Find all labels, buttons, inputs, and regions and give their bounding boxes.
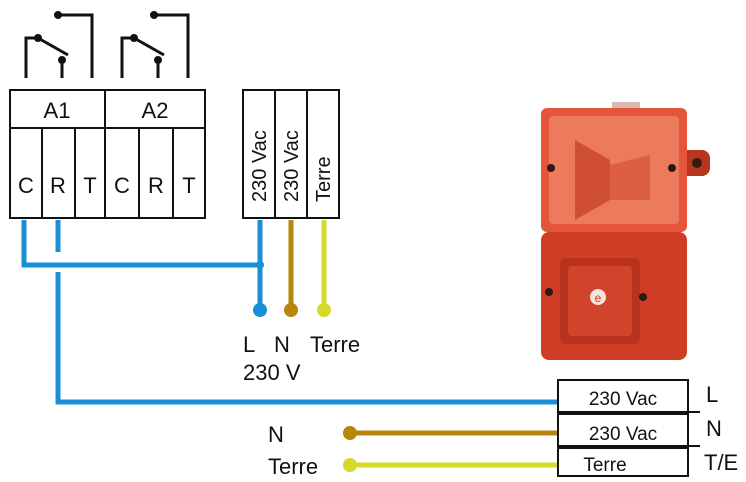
contact-dot: [154, 56, 162, 64]
neutral-dot-device: [343, 426, 357, 440]
power-terminal-2: 230 Vac: [281, 130, 303, 202]
relay-a1-label: A1: [44, 98, 71, 123]
svg-text:e: e: [595, 291, 602, 305]
device-row-2-label: 230 Vac: [589, 424, 657, 445]
device-side-l: L: [706, 382, 718, 407]
supply-terre-label: Terre: [310, 332, 360, 357]
earth-dot-device: [343, 458, 357, 472]
supply-n-label: N: [274, 332, 290, 357]
terminal-a2-t: T: [182, 173, 195, 198]
power-terminal-3: Terre: [313, 156, 335, 202]
terminal-a2-r: R: [148, 173, 164, 198]
contact-dot: [34, 34, 42, 42]
supply-voltage-label: 230 V: [243, 360, 301, 385]
device-side-n: N: [706, 416, 722, 441]
device-block: [557, 379, 689, 477]
contact-dot: [150, 11, 158, 19]
relay-contact-icon-a1: [24, 13, 94, 78]
relay-a2-label: A2: [142, 98, 169, 123]
terminal-a2-c: C: [114, 173, 130, 198]
device-row-3-label: Terre: [583, 455, 626, 476]
power-block: [242, 89, 340, 219]
earth-terminal-dot: [317, 303, 331, 317]
supply-l-label: L: [243, 332, 255, 357]
beacon-sounder-device: e: [541, 102, 710, 360]
neutral-terminal-dot: [284, 303, 298, 317]
relay-contact-icon-a2: [120, 13, 190, 78]
left-terre-label: Terre: [268, 454, 318, 477]
junction-dot: [256, 261, 264, 269]
relay-block: [9, 89, 206, 219]
terminal-a1-t: T: [83, 173, 96, 198]
live-terminal-dot: [253, 303, 267, 317]
device-side-te: T/E: [704, 450, 738, 475]
left-n-label: N: [268, 422, 284, 447]
terminal-a1-r: R: [50, 173, 66, 198]
device-row-1-label: 230 Vac: [589, 389, 657, 410]
contact-dot: [58, 56, 66, 64]
power-terminal-1: 230 Vac: [249, 130, 271, 202]
contact-dot: [130, 34, 138, 42]
terminal-a1-c: C: [18, 173, 34, 198]
contact-dot: [54, 11, 62, 19]
